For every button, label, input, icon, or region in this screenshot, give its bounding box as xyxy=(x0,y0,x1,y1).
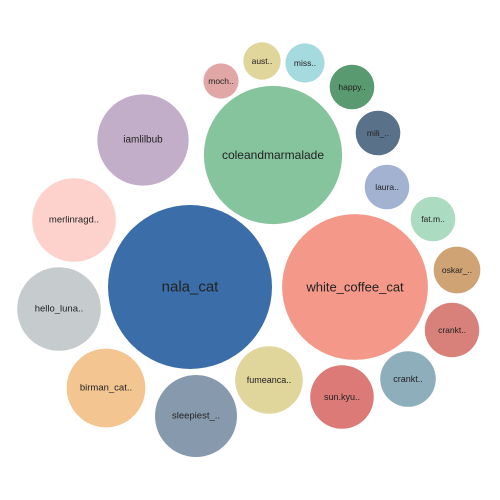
bubble-4[interactable] xyxy=(97,94,189,186)
bubble-label-12: crankt.. xyxy=(438,325,466,335)
bubble-20[interactable] xyxy=(203,63,239,99)
bubble-label-7: birman_cat.. xyxy=(80,383,132,394)
bubble-label-5: merlinragd.. xyxy=(49,215,99,226)
bubble-14[interactable] xyxy=(410,196,456,242)
bubble-13[interactable] xyxy=(433,246,481,294)
bubble-7[interactable] xyxy=(66,348,146,428)
bubble-label-9: fumeanca.. xyxy=(247,375,292,385)
bubble-2[interactable] xyxy=(282,214,428,360)
bubble-19[interactable] xyxy=(243,42,281,80)
bubble-label-10: sun.kyu.. xyxy=(324,392,360,402)
bubble-5[interactable] xyxy=(32,178,116,262)
bubble-group: nala_cat white_coffee_cat coleandmarmalade… xyxy=(17,42,481,457)
bubble-3[interactable] xyxy=(203,85,343,225)
bubble-9[interactable] xyxy=(235,346,303,414)
bubble-label-3: coleandmarmalade xyxy=(222,148,324,162)
bubble-16[interactable] xyxy=(355,110,401,156)
bubble-label-8: sleepiest_.. xyxy=(172,411,220,422)
bubble-label-15: laura.. xyxy=(375,182,399,192)
bubble-12[interactable] xyxy=(424,302,480,358)
bubble-11[interactable] xyxy=(380,351,436,407)
bubble-10[interactable] xyxy=(310,365,374,429)
bubble-label-11: crankt.. xyxy=(393,374,423,384)
bubble-17[interactable] xyxy=(329,64,375,110)
bubble-label-2: white_coffee_cat xyxy=(305,280,404,295)
bubble-1[interactable] xyxy=(108,205,272,369)
bubble-label-20: moch.. xyxy=(208,76,234,86)
bubble-label-4: iamlilbub xyxy=(123,135,163,146)
bubble-15[interactable] xyxy=(364,164,410,210)
bubble-label-13: oskar_.. xyxy=(442,265,472,275)
bubble-label-16: mili_.. xyxy=(367,128,389,138)
bubble-label-19: aust.. xyxy=(252,56,273,66)
bubble-label-17: happy.. xyxy=(338,82,365,92)
bubble-label-18: miss.. xyxy=(294,58,316,68)
bubble-8[interactable] xyxy=(155,375,237,457)
bubble-18[interactable] xyxy=(285,43,325,83)
bubble-label-6: hello_luna.. xyxy=(35,304,84,315)
bubble-label-14: fat.m.. xyxy=(421,214,445,224)
bubble-label-1: nala_cat xyxy=(162,279,220,296)
bubble-6[interactable] xyxy=(17,267,101,351)
